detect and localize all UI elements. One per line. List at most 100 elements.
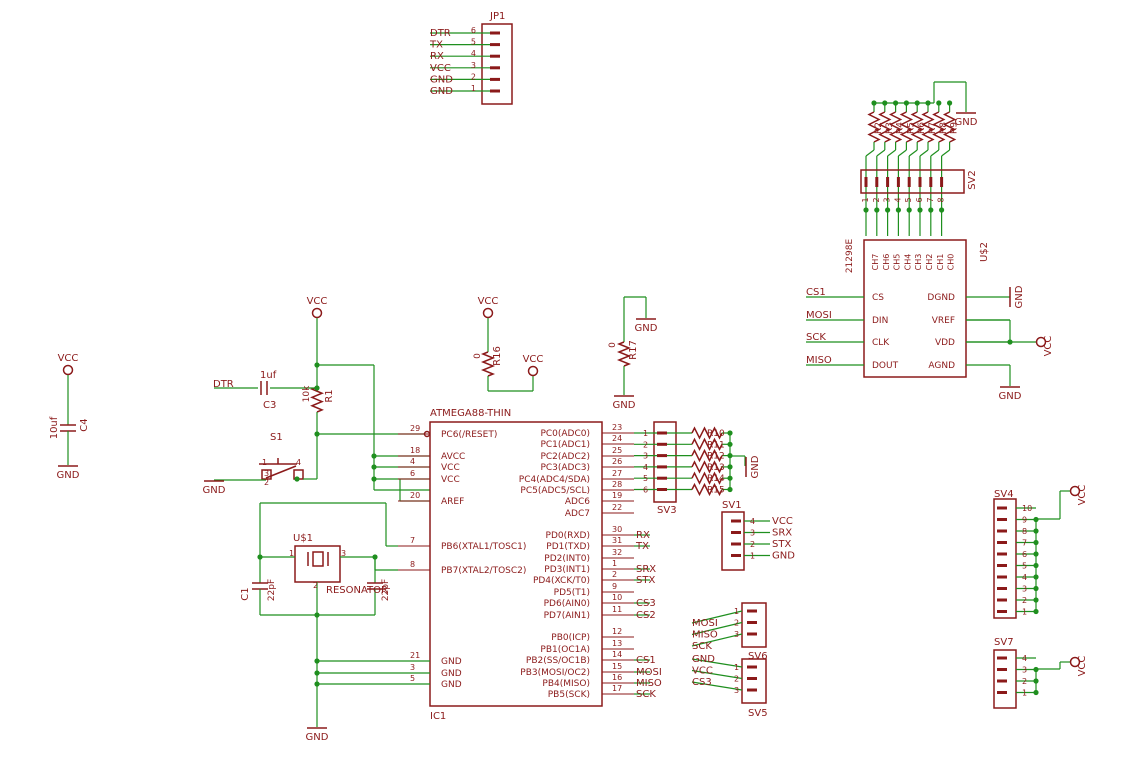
- sv5-net-label: GND: [692, 654, 715, 665]
- header-pin: [896, 177, 900, 187]
- sv5-pin-number: 1: [734, 663, 739, 672]
- ic1-pin-name: PB1(OC1A): [540, 645, 590, 655]
- header-pin: [490, 31, 500, 35]
- sv6-pin-number: 3: [734, 630, 739, 639]
- sv1-pin-number: 2: [750, 540, 755, 549]
- ic1-pin-name: PD6(AIN0): [544, 599, 590, 609]
- sv2-pin-number: 7: [926, 197, 935, 202]
- header-pin: [997, 541, 1007, 544]
- sv6-net-label: SCK: [692, 641, 712, 652]
- sv2-r-label: R6: [917, 122, 927, 134]
- jp1-net-label: GND: [430, 74, 453, 85]
- junction-dot: [928, 207, 934, 213]
- resistor-zigzag: [691, 460, 723, 474]
- u1-pin: 1: [289, 549, 294, 558]
- ic1-pin-name: PB2(SS/OC1B): [526, 656, 590, 666]
- ic1-pin-name: PB3(MOSI/OC2): [520, 668, 590, 678]
- sv4-pin-number: 5: [1022, 562, 1027, 571]
- gnd-label: GND: [955, 117, 978, 128]
- jp1-pin-number: 5: [471, 38, 476, 47]
- resistor-zigzag: [910, 111, 924, 143]
- ic1-net-label: SRX: [636, 564, 656, 575]
- sv3-pin-number: 6: [643, 486, 648, 495]
- wire: [941, 149, 950, 157]
- sv6-net-label: MOSI: [692, 618, 718, 629]
- header-pin: [490, 43, 500, 47]
- resistor-zigzag: [899, 111, 914, 143]
- resistor-zigzag: [616, 341, 632, 367]
- junction-dot: [895, 207, 902, 213]
- ic1-pin-name: PC5(ADC5/SCL): [520, 486, 590, 496]
- junction-dot: [1033, 608, 1039, 615]
- u1-name: U$1: [293, 533, 313, 544]
- junction-dot: [371, 464, 377, 470]
- sv1-net-label: VCC: [772, 516, 793, 527]
- ic1-pin-number: 2: [612, 570, 617, 579]
- schematic-drawing: [58, 23, 1081, 729]
- sv4-pin-number: 1: [1022, 608, 1027, 617]
- header-pin: [940, 177, 944, 187]
- sv4-pin-number: 2: [1022, 596, 1027, 605]
- header-pin: [997, 598, 1007, 602]
- sv7-name: SV7: [994, 637, 1014, 648]
- ic1-pin-number: 8: [410, 560, 415, 569]
- vcc-label: VCC: [523, 354, 544, 365]
- ic1-body: [429, 421, 603, 707]
- c3-value: 1uf: [260, 370, 277, 381]
- sv5-net-label: CS3: [692, 677, 712, 688]
- u1-pin: 3: [341, 549, 346, 558]
- sv4-pin-number: 9: [1022, 516, 1027, 525]
- ic1-pin-name: PB7(XTAL2/TOSC2): [441, 566, 526, 576]
- junction-dot: [371, 476, 377, 482]
- ic1-pin-name: PC6(/RESET): [441, 430, 497, 440]
- ic1-pin-number: 11: [612, 605, 622, 614]
- sv7-pin-number: 3: [1022, 666, 1027, 675]
- sv3-r-label: R11: [707, 440, 725, 450]
- ic1-pin-name: PC2(ADC2): [540, 452, 590, 462]
- jp1-net-label: VCC: [430, 63, 451, 74]
- ic1-pin-number: 10: [612, 593, 622, 602]
- ic1-pin-number: 24: [612, 434, 622, 443]
- sv1-net-label: STX: [772, 539, 791, 550]
- gnd-label: GND: [1014, 285, 1025, 308]
- sv1-body: [721, 511, 745, 571]
- resistor-zigzag: [942, 111, 957, 143]
- resonator-crystal: [312, 551, 324, 567]
- ic1-pin-number: 32: [612, 548, 622, 557]
- sv7-pin-number: 2: [1022, 677, 1027, 686]
- sv7-body: [993, 649, 1017, 709]
- u2-net-label: MISO: [806, 355, 832, 366]
- header-pin: [657, 454, 667, 458]
- vcc-symbol: [1069, 656, 1081, 668]
- header-pin: [657, 442, 667, 446]
- header-pin: [997, 668, 1007, 671]
- u2-channel: CH3: [914, 254, 923, 271]
- s1-pin: 3: [264, 469, 269, 478]
- ic1-pin-number: 31: [612, 536, 622, 545]
- sv3-r-label: R15: [707, 486, 725, 496]
- ic1-pin-name: VCC: [441, 475, 460, 485]
- sv6-pin-wire: [691, 610, 743, 624]
- r16-value: 0: [473, 353, 483, 359]
- sv7-pin-number: 1: [1022, 689, 1027, 698]
- gnd-label: GND: [635, 323, 658, 334]
- sv2-pin-number: 1: [861, 197, 870, 202]
- sv4-name: SV4: [994, 489, 1014, 500]
- ic1-net-label: MOSI: [636, 667, 662, 678]
- ic1-net-label: STX: [636, 575, 655, 586]
- header-pin: [747, 621, 757, 624]
- u2-name: U$2: [979, 242, 990, 262]
- resistor-zigzag: [691, 437, 723, 451]
- vcc-label: VCC: [307, 296, 328, 307]
- sv2-name: SV2: [967, 170, 978, 190]
- ic1-pin-name: PC4(ADC4/SDA): [519, 475, 590, 485]
- ic1-pin-name: PC0(ADC0): [540, 429, 590, 439]
- junction-dot: [314, 612, 320, 618]
- u2-pin-name: VDD: [935, 338, 955, 348]
- ic1-pin-number: 16: [612, 673, 622, 682]
- sv5-net-label: VCC: [692, 666, 713, 677]
- ic1-pin-number: 26: [612, 457, 622, 466]
- header-pin: [747, 609, 757, 613]
- sv2-r-label: R2: [874, 122, 884, 134]
